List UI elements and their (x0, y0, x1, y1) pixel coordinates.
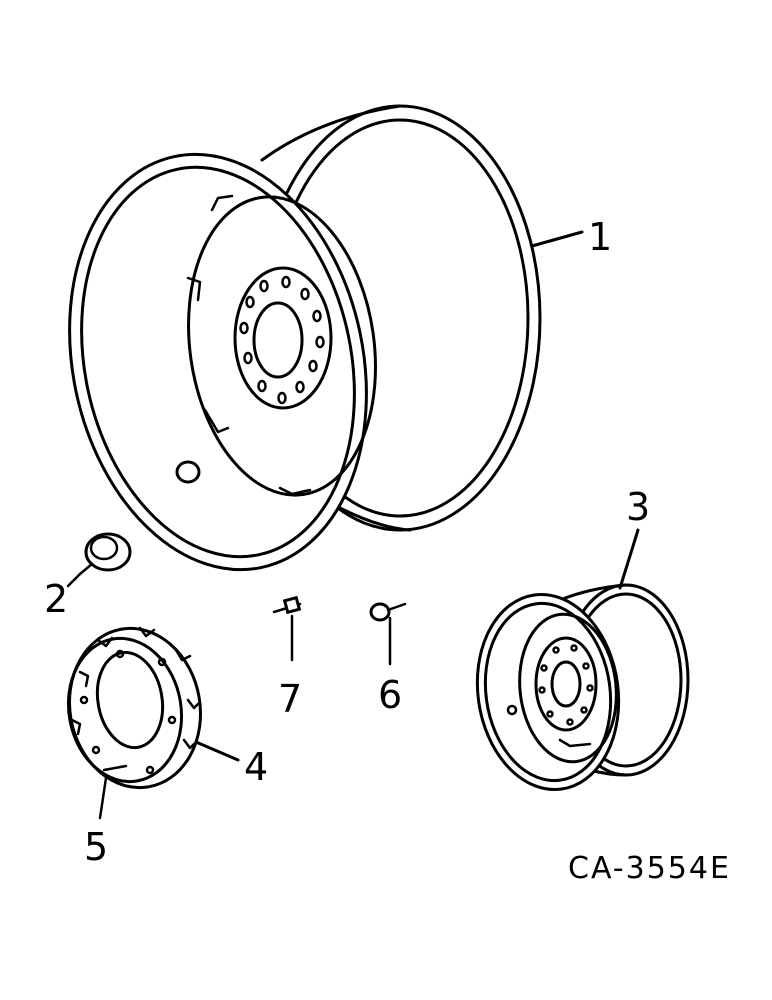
bolt (369, 602, 407, 666)
drawing-code: CA-3554E (568, 851, 731, 886)
weight-bolt (98, 764, 128, 820)
stud (272, 595, 302, 662)
callout-4: 4 (244, 745, 268, 789)
callout-2: 2 (44, 577, 68, 621)
callout-7: 7 (278, 677, 302, 721)
callout-5: 5 (84, 825, 108, 869)
plug (66, 532, 132, 588)
wheel-weight (66, 626, 240, 790)
callout-3: 3 (626, 485, 650, 529)
callout-1: 1 (588, 215, 612, 259)
hub-bolt-holes (239, 275, 325, 405)
wheel-rim-large (68, 104, 584, 572)
wheel-rim-small (475, 528, 690, 792)
callout-6: 6 (378, 673, 402, 717)
